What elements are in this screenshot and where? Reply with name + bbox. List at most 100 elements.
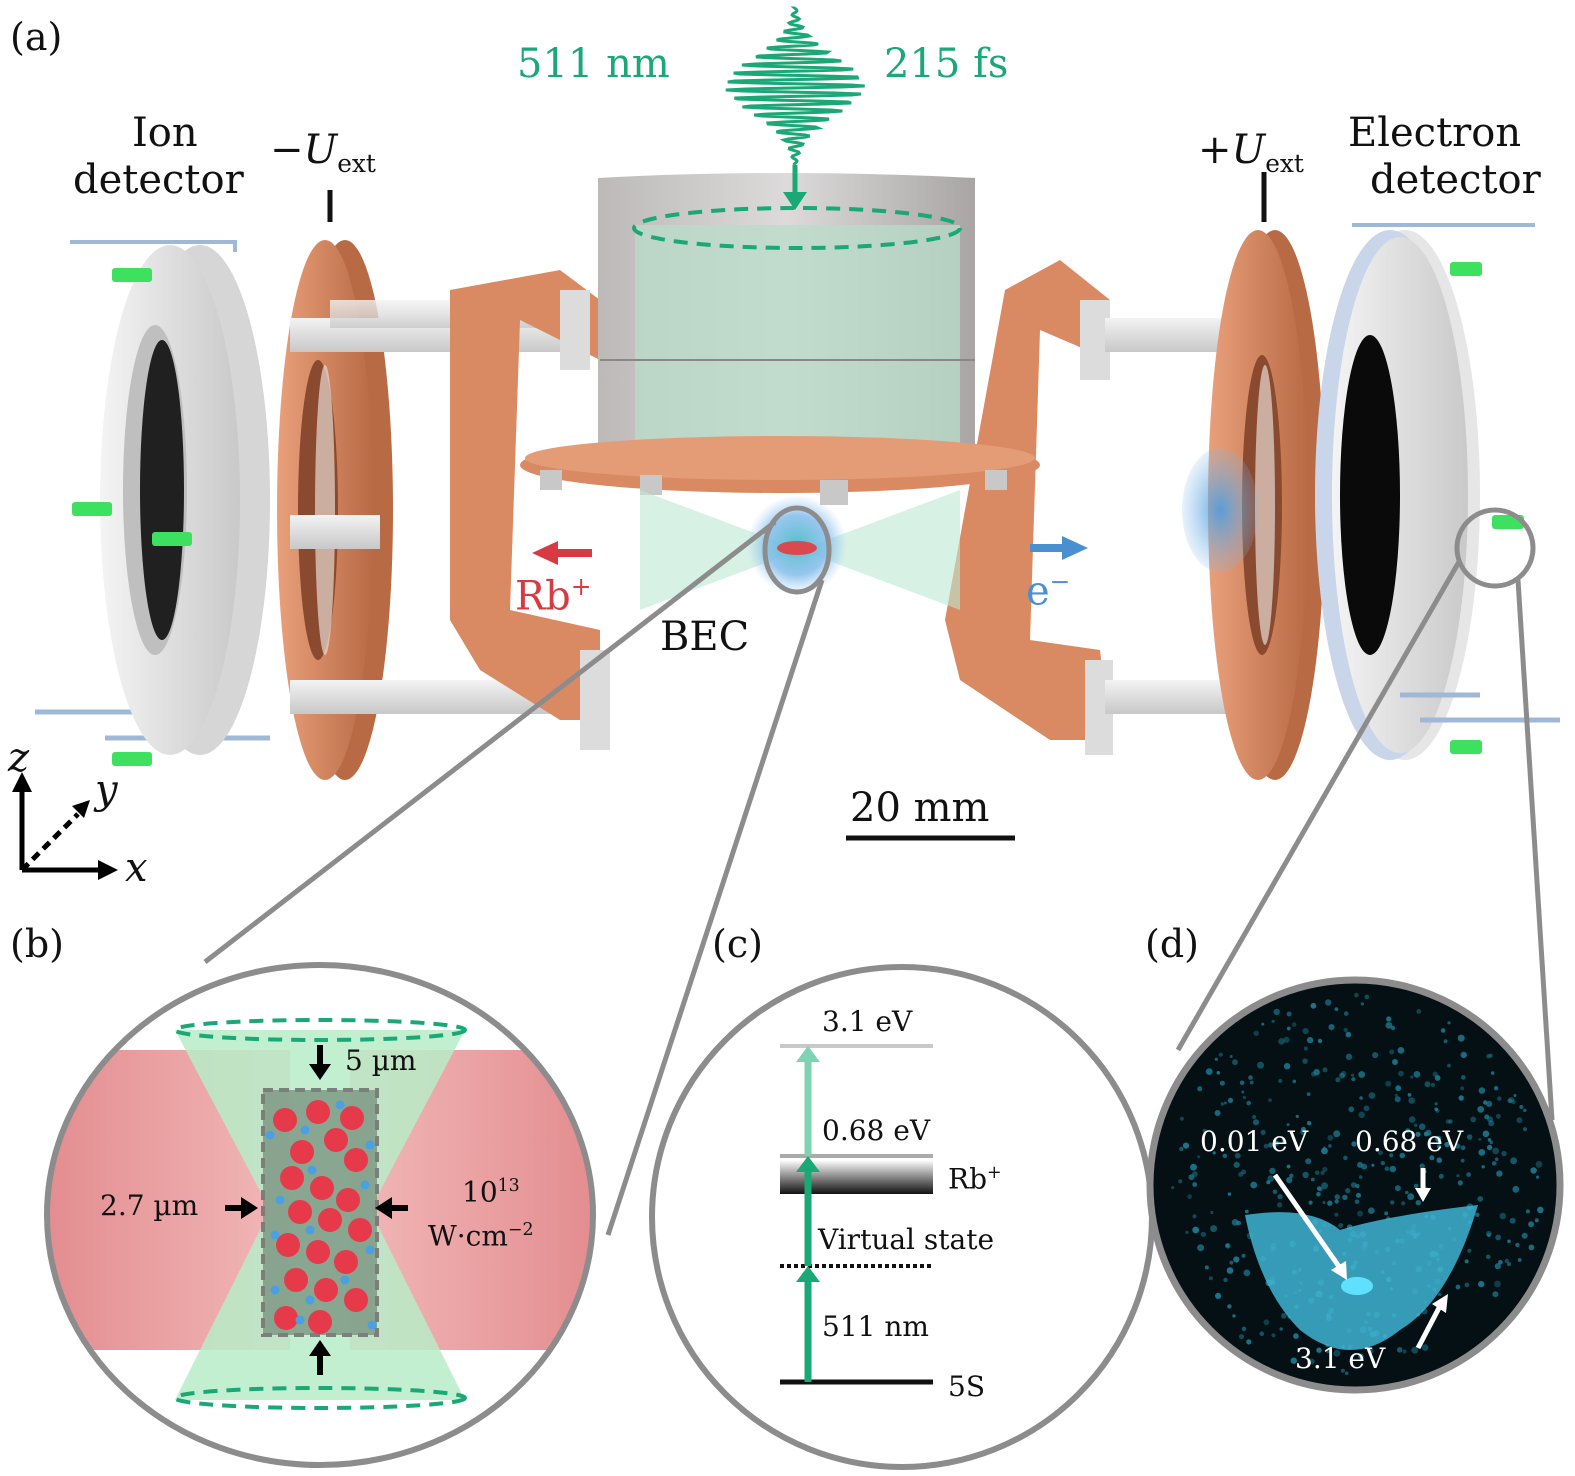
rb-atom [306,1100,330,1124]
hit-dot [1319,1187,1324,1192]
hit-dot [1461,1052,1467,1058]
hit-dot [1430,1082,1436,1088]
hit-dot [1390,1200,1395,1205]
hit-dot [1232,1059,1238,1066]
hit-dot [1335,1077,1341,1083]
hit-dot [1385,1080,1392,1087]
hit-dot [1345,1053,1353,1061]
hit-dot [1322,1166,1328,1172]
hit-dot [1364,994,1370,1000]
hit-dot [1273,1140,1279,1146]
hit-dot [1351,1141,1357,1147]
hit-dot [1333,1349,1341,1357]
electron-detector-mcp [1340,335,1400,655]
hit-dot [1528,1221,1535,1228]
hit-dot [1305,1158,1312,1165]
hit-dot [1238,1334,1245,1340]
hit-dot [1313,1069,1320,1076]
laser-pulse-icon [725,6,865,166]
hit-dot [1494,1263,1501,1270]
hit-dot [1302,1028,1309,1035]
hit-dot [1399,1152,1406,1159]
panel-b-diagram [44,962,596,1468]
electron-dot [265,1130,275,1140]
electron-detector-label-line1: Electron [1348,110,1522,156]
hit-dot [1436,1157,1443,1163]
hit-dot [1215,1292,1222,1299]
electron-voltage-sub: ext [1265,149,1304,178]
electron-dot [305,1295,315,1305]
hit-dot [1286,1123,1290,1127]
hit-dot [1394,1096,1401,1103]
hit-dot [1535,1160,1543,1168]
hit-dot [1286,1026,1291,1031]
hit-dot [1482,1130,1490,1138]
hit-dot [1252,1119,1260,1126]
hit-dot [1302,1058,1308,1064]
hit-dot [1178,1179,1183,1184]
electron-voltage-symbol: U [1231,127,1266,173]
hit-dot [1395,1085,1402,1092]
hit-dot [1384,1211,1389,1216]
hit-dot [1293,1333,1299,1339]
rb-atom [336,1188,360,1212]
hit-dot [1415,1200,1422,1206]
hit-dot [1416,1009,1422,1014]
electron-voltage-label: +Uext [1198,130,1304,177]
hit-dot [1447,1021,1451,1025]
ion-voltage-symbol: U [303,127,338,173]
waist-arrow-top [309,1064,331,1080]
hit-dot [1389,1153,1394,1158]
hit-dot [1210,1210,1214,1215]
trap-width-label: 2.7 µm [100,1189,199,1222]
rb-atom [318,1208,342,1232]
hit-dot [1394,1185,1401,1192]
copper-bracket-right [945,260,1110,740]
hit-dot [1350,1073,1355,1077]
panel-b-frame [44,962,596,1468]
intensity-value: 1013 [462,1177,520,1206]
hit-dot [1268,1098,1272,1102]
hit-dot [1342,1194,1348,1201]
hit-dot [1455,1284,1461,1290]
hit-dot [1295,1114,1300,1119]
hit-dot [1229,1055,1233,1058]
electron-label: e− [1026,569,1070,611]
hit-dot [1223,1101,1227,1105]
ion-continuum-label: Rb+ [948,1164,1002,1193]
hit-dot [1227,1097,1234,1103]
hit-dot [1241,1253,1246,1258]
hit-dot [1306,1092,1311,1096]
hit-dot [1192,1214,1197,1219]
hit-dot [1278,1078,1283,1083]
hit-dot [1263,1143,1269,1149]
hit-dot [1302,1171,1309,1179]
hit-dot [1456,1174,1460,1178]
hit-dot [1226,1267,1234,1274]
rb-atom [273,1108,297,1132]
hit-dot [1344,1371,1349,1376]
hit-dot [1496,1170,1503,1177]
axis-y-label: y [95,767,118,813]
hit-dot [1327,1200,1333,1206]
hit-dot [1257,1061,1264,1069]
hit-dot [1368,1092,1376,1099]
hit-dot [1444,1141,1450,1148]
hit-dot [1515,1242,1520,1248]
scale-bar-label: 20 mm [850,785,990,831]
hit-dot [1504,1258,1510,1264]
hit-dot [1466,1172,1472,1177]
hit-dot [1320,1170,1325,1175]
hit-dot [1300,1129,1306,1135]
hit-dot [1309,1358,1315,1365]
hit-dot [1204,1265,1209,1270]
bec-cloud [777,541,817,555]
hit-dot [1322,1067,1328,1073]
hit-dot [1397,1047,1405,1054]
hit-dot [1507,1262,1511,1267]
hit-dot [1496,1113,1501,1119]
hit-dot [1457,1034,1465,1042]
hit-dot [1424,1081,1431,1088]
hit-dot [1523,1108,1527,1113]
hit-dot [1272,1189,1278,1195]
